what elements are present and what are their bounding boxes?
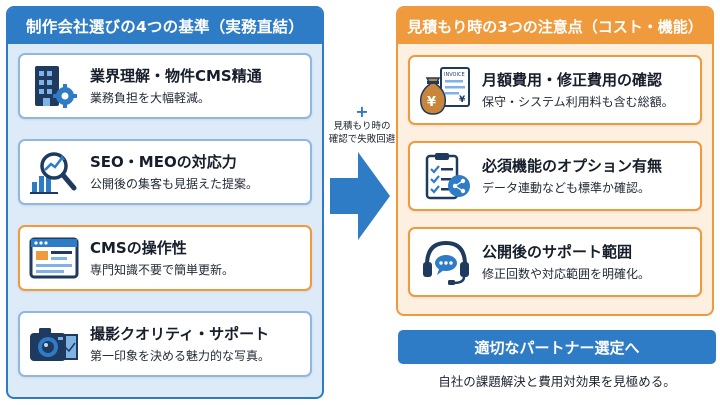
caution-card-support: 公開後のサポート範囲 修正回数や対応範囲を明確化。: [408, 227, 702, 297]
caution-desc: データ連動なども標準か確認。: [482, 180, 651, 195]
criteria-title: 撮影クオリティ・サポート: [90, 324, 270, 343]
criteria-title: 業界理解・物件CMS精通: [90, 66, 262, 85]
criteria-card-cms-usability: CMSの操作性 専門知識不要で簡単更新。: [18, 225, 312, 291]
criteria-card-photo-quality: 撮影クオリティ・サポート 第一印象を決める魅力的な写真。: [18, 311, 312, 377]
partner-selection-subtext: 自社の課題解決と費用対効果を見極める。: [438, 374, 676, 389]
criteria-card-seo-meo: SEO・MEOの対応力 公開後の集客も見据えた提案。: [18, 139, 312, 205]
magnifier-chart-icon: [20, 145, 88, 199]
cautions-panel-header: 見積もり時の3つの注意点（コスト・機能）: [398, 8, 712, 44]
right-arrow-icon: [330, 152, 390, 240]
criteria-title: CMSの操作性: [90, 238, 187, 257]
transition-note: + 見積もり時の 確認で失敗回避: [326, 104, 398, 146]
headset-chat-icon: [410, 233, 482, 291]
criteria-panel-header: 制作会社選びの4つの基準（実務直結）: [8, 8, 322, 44]
plus-icon: +: [355, 102, 369, 121]
browser-window-icon: [20, 231, 88, 285]
transition-note-line-2: 確認で失敗回避: [328, 134, 396, 145]
criteria-card-industry-cms: 業界理解・物件CMS精通 業務負担を大幅軽減。: [18, 53, 312, 119]
invoice-label: INVOICE: [444, 72, 465, 78]
partner-selection-banner: 適切なパートナー選定へ: [398, 330, 716, 364]
caution-card-options: 必須機能のオプション有無 データ連動なども標準か確認。: [408, 141, 702, 211]
caution-title: 月額費用・修正費用の確認: [482, 70, 663, 89]
building-gear-icon: [20, 59, 88, 113]
caution-card-costs: INVOICE ¥ ¥ 月額費用・修正費用の確認 保守・システム利用料も含む総額…: [408, 55, 702, 125]
caution-desc: 保守・システム利用料も含む総額。: [482, 94, 674, 109]
money-bag-currency: ¥: [427, 95, 436, 110]
criteria-desc: 業務負担を大幅軽減。: [90, 90, 211, 105]
criteria-desc: 公開後の集客も見据えた提案。: [90, 176, 259, 191]
invoice-currency: ¥: [459, 95, 466, 105]
camera-icon: [20, 317, 88, 371]
caution-title: 必須機能のオプション有無: [482, 156, 663, 175]
criteria-title: SEO・MEOの対応力: [90, 152, 237, 171]
clipboard-share-icon: [410, 147, 482, 205]
caution-title: 公開後のサポート範囲: [482, 242, 633, 261]
criteria-desc: 第一印象を決める魅力的な写真。: [90, 348, 271, 363]
criteria-desc: 専門知識不要で簡単更新。: [90, 262, 235, 277]
cautions-panel: 見積もり時の3つの注意点（コスト・機能） INVOICE ¥ ¥ 月額費用・修正…: [396, 6, 714, 316]
transition-note-line-1: 見積もり時の: [333, 121, 391, 132]
money-bag-invoice-icon: INVOICE ¥ ¥: [410, 61, 482, 119]
caution-desc: 修正回数や対応範囲を明確化。: [482, 266, 651, 281]
criteria-panel: 制作会社選びの4つの基準（実務直結） 業界理解・物件CMS精通 業務負担を大幅軽…: [6, 6, 324, 399]
